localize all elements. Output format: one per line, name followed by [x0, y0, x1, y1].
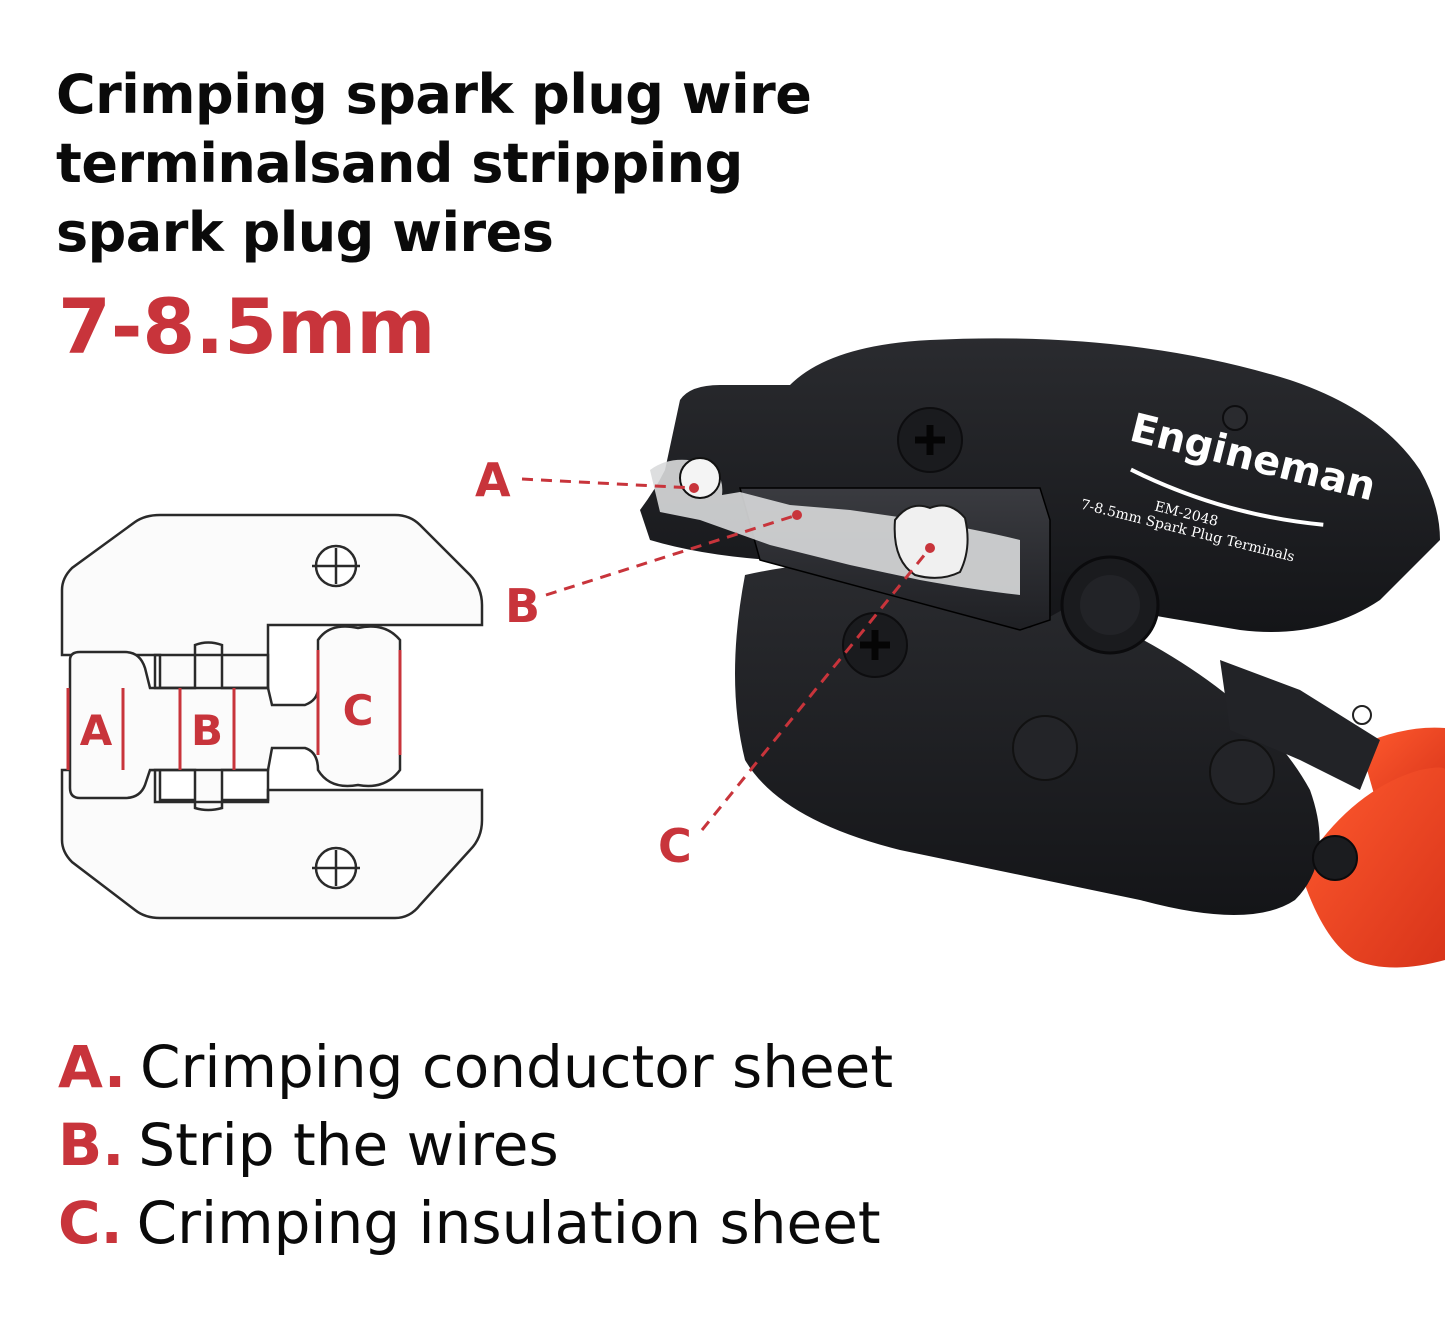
tool-screw-bottom-icon — [842, 612, 908, 678]
rivet-left-icon — [1012, 715, 1078, 781]
rivet-right-icon — [1209, 739, 1275, 805]
handle-lower — [1300, 767, 1445, 968]
legend-text-c: Crimping insulation sheet — [136, 1189, 881, 1257]
die-cavity-a — [679, 457, 721, 499]
die-plate-lower — [60, 768, 484, 920]
callout-line-c — [700, 547, 932, 831]
die-cavity-c — [893, 504, 969, 579]
headline-line-3: spark plug wires — [56, 201, 554, 264]
legend-item-b: B.Strip the wires — [58, 1106, 893, 1184]
headline-line-2: terminalsand stripping — [56, 132, 743, 195]
size-range: 7-8.5mm — [58, 282, 436, 371]
screw-top-icon — [312, 544, 360, 588]
crimping-tool-photo: Engineman EM-2048 7-8.5mm Spark Plug Ter… — [640, 338, 1445, 968]
tool-small-pin-icon — [1222, 405, 1248, 431]
slot-label-c: C — [343, 686, 374, 735]
spring-ring-icon — [1352, 705, 1372, 725]
slot-label-a: A — [80, 706, 113, 755]
legend-key-c: C. — [58, 1189, 123, 1257]
callout-label-c: C — [658, 819, 692, 873]
callout-label-b: B — [505, 579, 540, 633]
callout-dot-b — [792, 510, 802, 520]
legend-text-b: Strip the wires — [138, 1111, 559, 1179]
legend-key-b: B. — [58, 1111, 125, 1179]
legend: A.Crimping conductor sheet B.Strip the w… — [58, 1028, 893, 1262]
legend-text-a: Crimping conductor sheet — [140, 1033, 894, 1101]
handle-pivot-icon — [1312, 835, 1358, 881]
die-diagram: A B C — [60, 513, 484, 920]
callout-dot-a — [689, 483, 699, 493]
slot-label-b: B — [191, 706, 223, 755]
callout-line-b — [545, 513, 798, 597]
callouts: A B C — [475, 453, 935, 873]
callout-dot-c — [925, 543, 935, 553]
brand-swoosh — [1130, 467, 1324, 527]
die-step-lower — [153, 768, 270, 804]
legend-item-c: C.Crimping insulation sheet — [58, 1184, 893, 1262]
legend-key-a: A. — [58, 1033, 126, 1101]
pivot-bolt-icon — [1060, 555, 1160, 655]
callout-line-a — [521, 477, 695, 490]
tool-screw-top-icon — [897, 407, 963, 473]
die-step-upper — [153, 653, 270, 690]
callout-label-a: A — [475, 453, 511, 507]
tool-link-arm — [1220, 660, 1380, 790]
legend-item-a: A.Crimping conductor sheet — [58, 1028, 893, 1106]
screw-bottom-icon — [312, 846, 360, 890]
headline-line-1: Crimping spark plug wire — [56, 63, 812, 126]
headline: Crimping spark plug wire terminalsand st… — [56, 60, 876, 267]
